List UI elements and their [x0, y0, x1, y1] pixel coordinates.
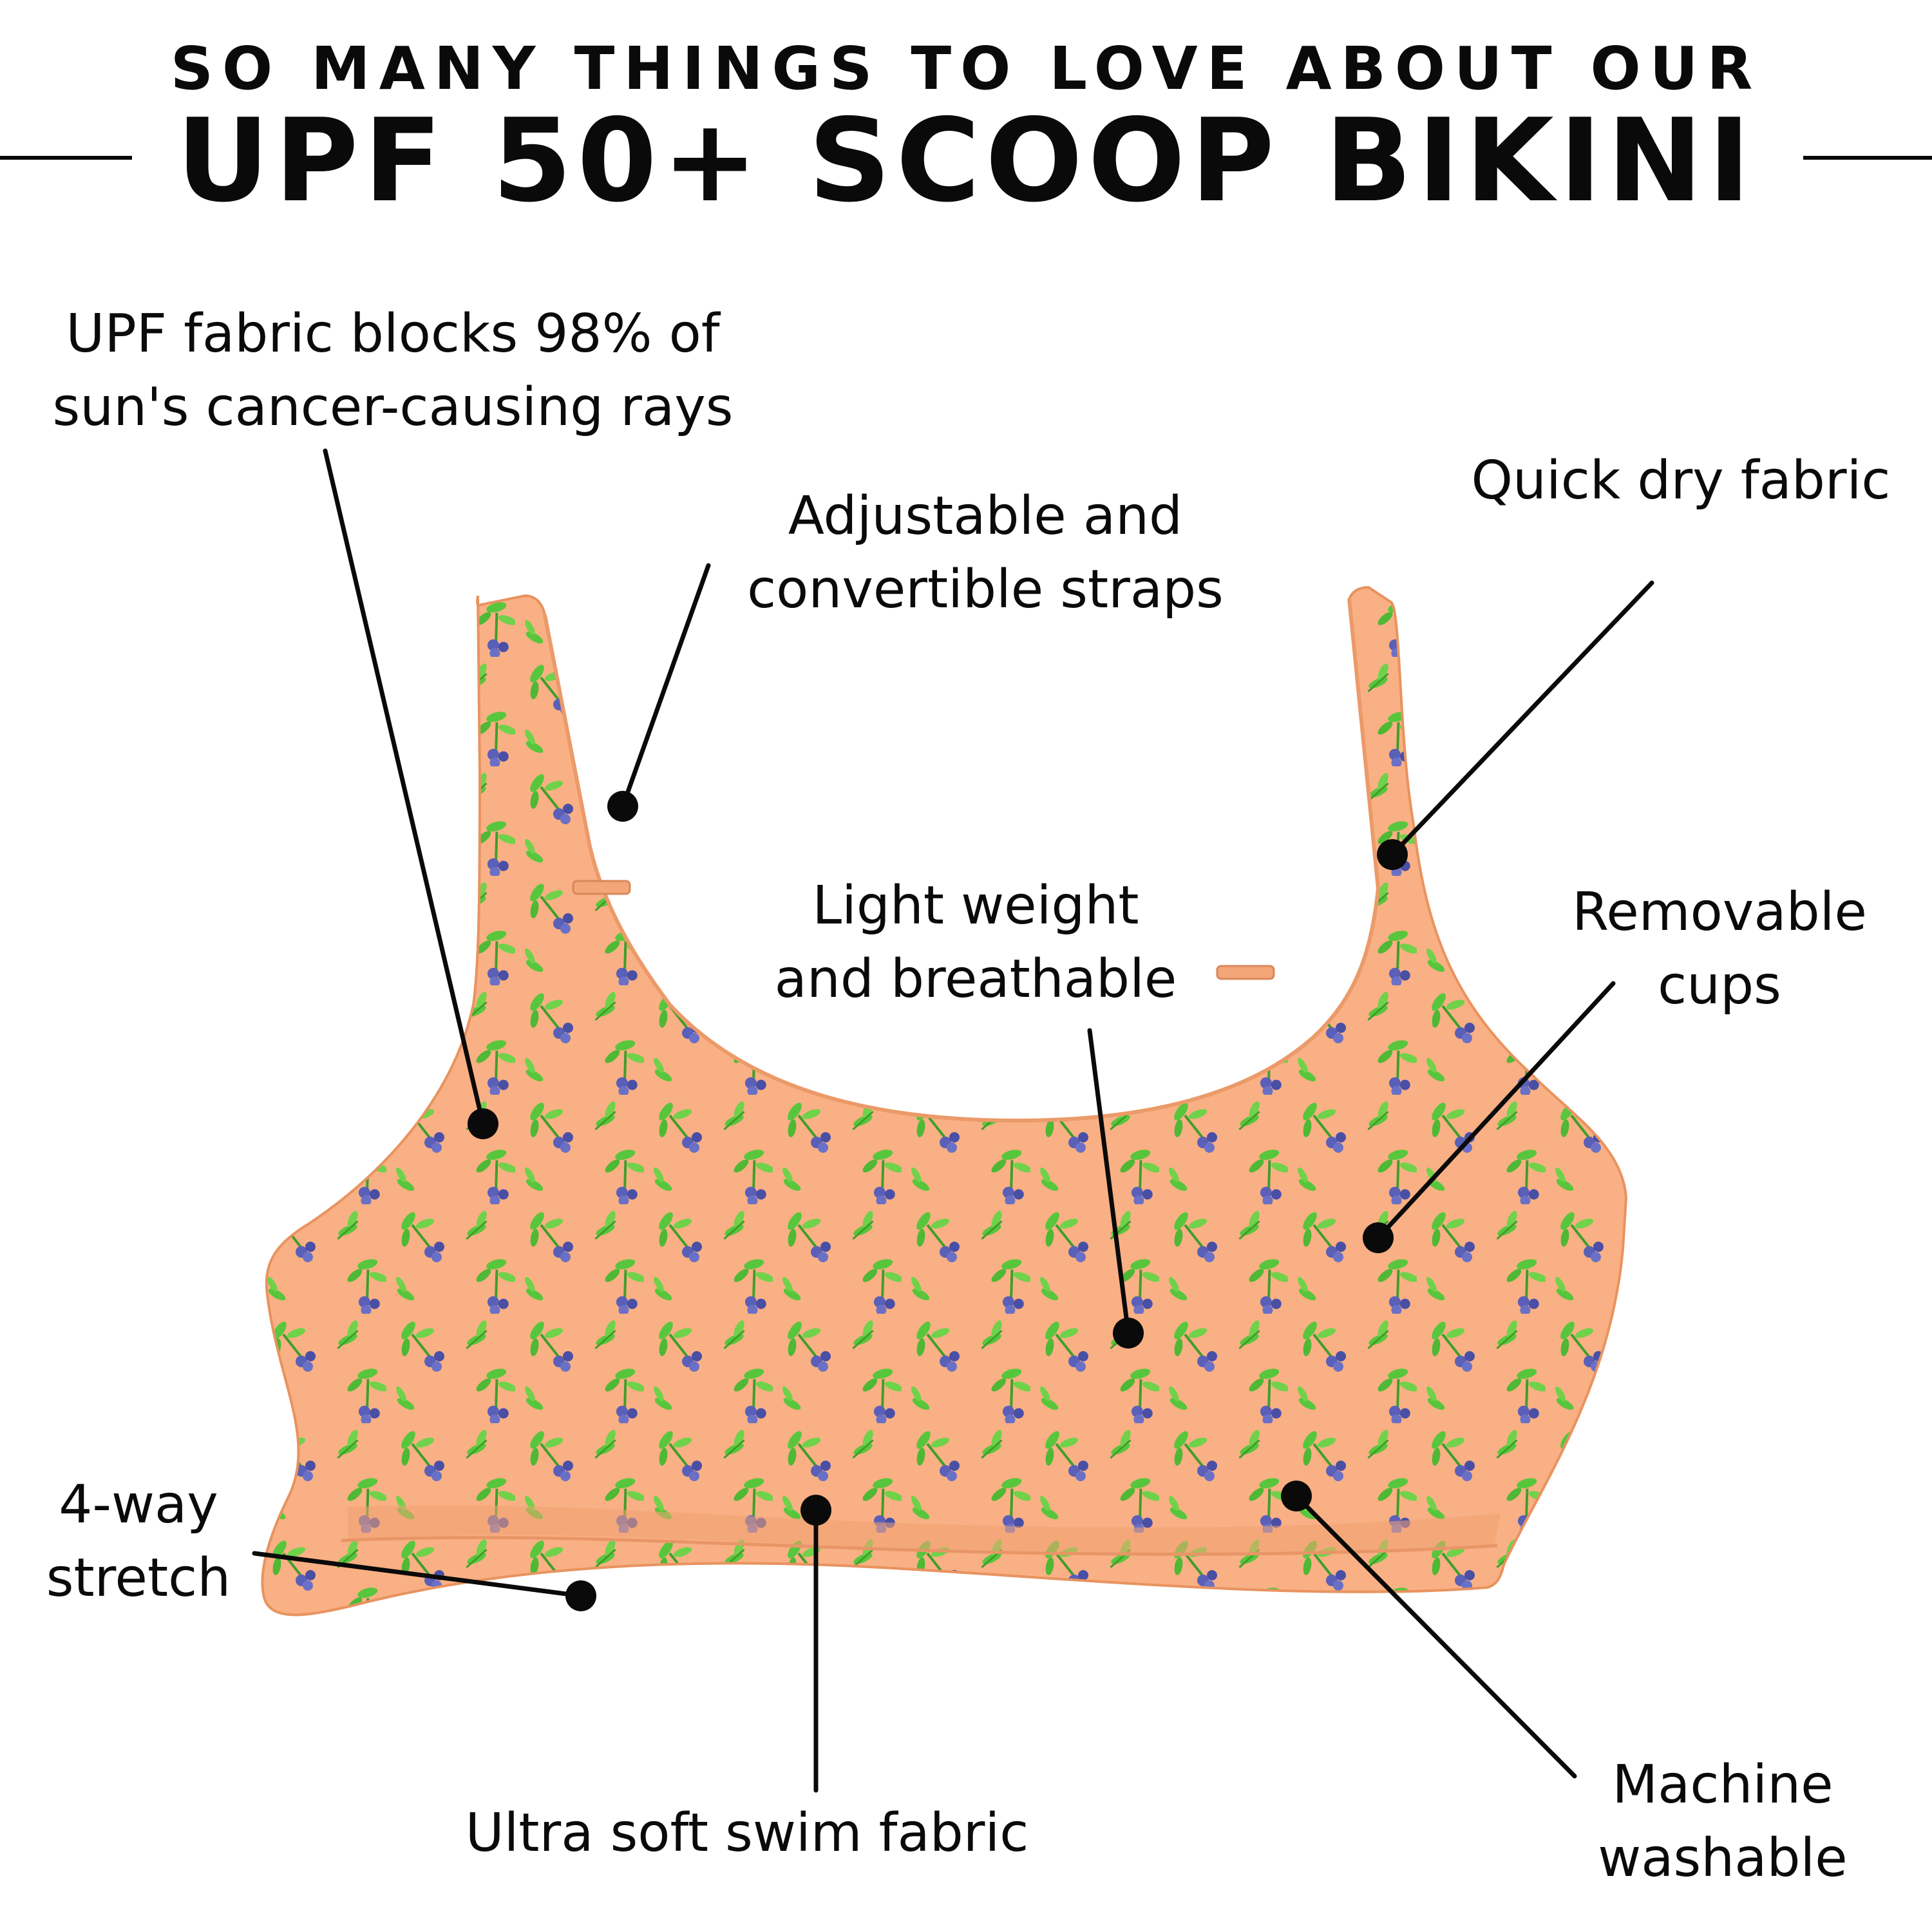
callout-light-line2: and breathable	[774, 949, 1177, 1010]
callout-stretch-line1: 4-way	[59, 1474, 218, 1535]
dot-light	[1113, 1318, 1144, 1349]
callout-soft-label: Ultra soft swim fabric	[419, 1797, 1075, 1870]
dot-stretch	[565, 1580, 596, 1611]
callout-washable-line1: Machine	[1612, 1754, 1833, 1815]
callout-washable-line2: washable	[1598, 1828, 1848, 1889]
leader-quick-dry	[1390, 580, 1654, 857]
callout-cups-line2: cups	[1658, 955, 1781, 1016]
dot-quick-dry	[1377, 839, 1408, 870]
leader-cups	[1377, 981, 1616, 1239]
leader-straps	[620, 563, 711, 809]
title-rule-right	[1803, 156, 1932, 160]
callout-upf-label: UPF fabric blocks 98% of sun's cancer-ca…	[13, 298, 773, 444]
callout-light-line1: Light weight	[812, 875, 1139, 936]
callout-soft-line1: Ultra soft swim fabric	[465, 1803, 1029, 1864]
bikini-band-seam	[341, 1536, 1498, 1556]
callout-dots	[468, 791, 1408, 1611]
callout-upf-line1: UPF fabric blocks 98% of	[66, 303, 720, 365]
dot-cups	[1363, 1222, 1394, 1253]
callout-straps-line1: Adjustable and	[788, 486, 1183, 547]
leader-stretch	[252, 1551, 583, 1598]
header-subtitle: SO MANY THINGS TO LOVE ABOUT OUR	[170, 34, 1762, 103]
callout-stretch-label: 4-way stretch	[26, 1468, 251, 1615]
title-rule-left	[0, 156, 132, 160]
callout-quick-dry-label: Quick dry fabric	[1436, 444, 1926, 518]
callout-quick-dry-line1: Quick dry fabric	[1471, 450, 1891, 511]
callout-upf-line2: sun's cancer-causing rays	[52, 377, 734, 438]
leader-lines	[252, 448, 1654, 1793]
callout-light-label: Light weight and breathable	[741, 869, 1211, 1016]
strap-slider-left	[572, 880, 631, 895]
callout-stretch-line2: stretch	[46, 1548, 231, 1609]
callout-washable-label: Machine washable	[1571, 1748, 1874, 1895]
leader-washable	[1294, 1493, 1577, 1779]
dot-soft	[800, 1495, 831, 1526]
callout-straps-label: Adjustable and convertible straps	[708, 480, 1262, 627]
leader-light	[1087, 1028, 1131, 1336]
leader-upf	[323, 448, 486, 1126]
dot-washable	[1281, 1481, 1312, 1511]
strap-slider-right	[1216, 965, 1275, 980]
bikini-band-shadow	[348, 1505, 1501, 1553]
dot-straps	[607, 791, 638, 822]
bikini-neckline-edge	[543, 598, 1381, 1123]
header-title: UPF 50+ SCOOP BIKINI	[176, 94, 1756, 227]
callout-cups-line1: Removable	[1572, 882, 1867, 943]
dot-upf	[468, 1108, 498, 1139]
callout-cups-label: Removable cups	[1533, 876, 1906, 1023]
callout-straps-line2: convertible straps	[747, 559, 1224, 620]
bikini-top-shape	[261, 585, 1628, 1616]
